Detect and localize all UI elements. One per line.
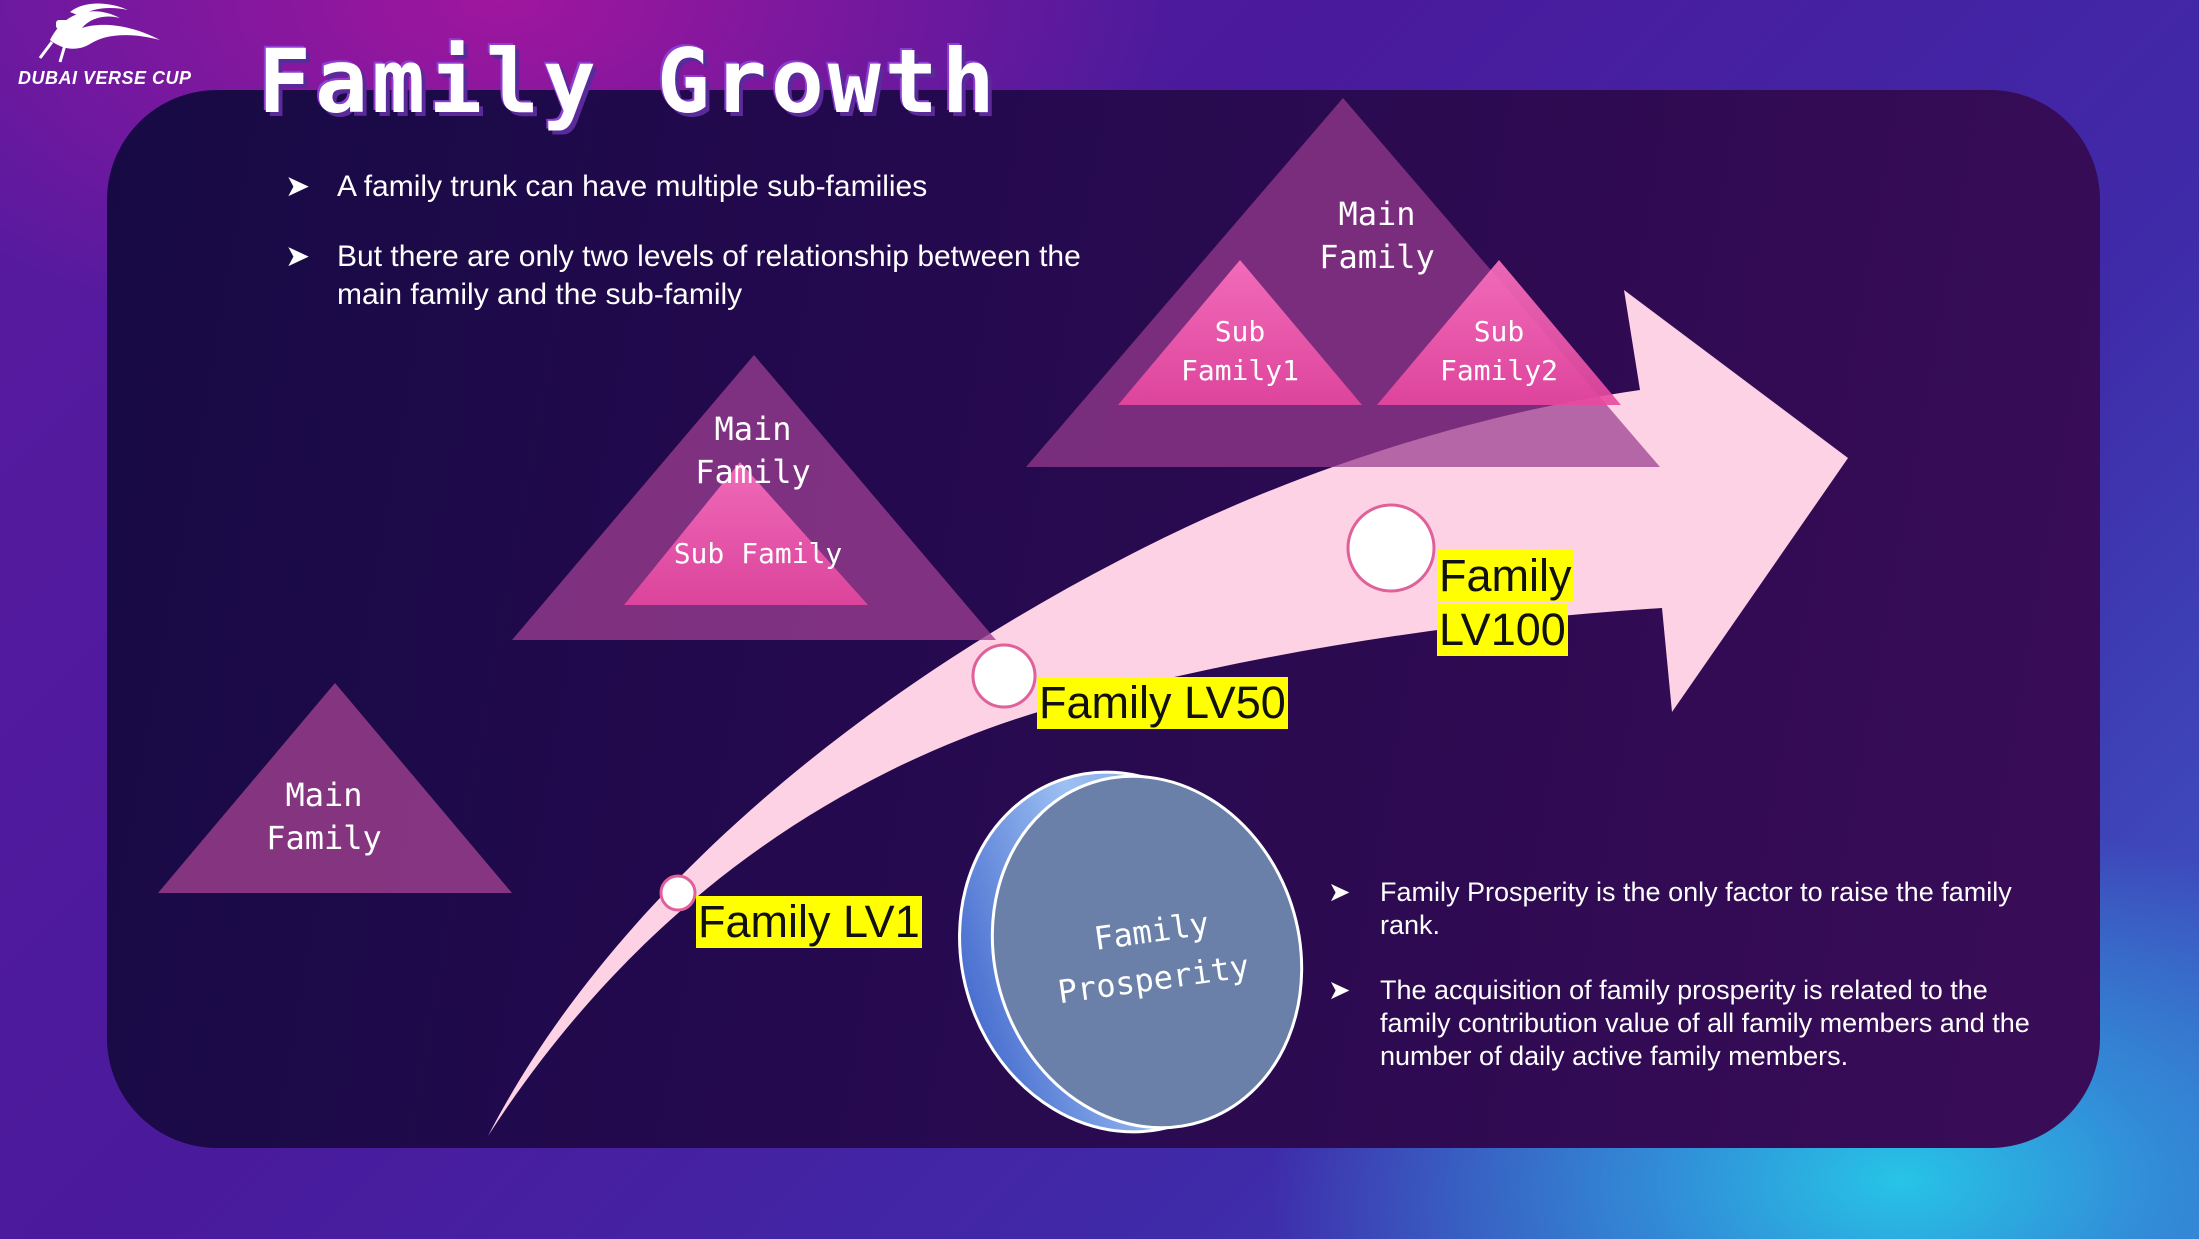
level-marker-circle [659,874,697,912]
triangle-label: Family2 [1440,354,1558,387]
triangle-label: Family [266,819,382,857]
arrowhead-bullet-icon: ➤ [1328,975,1351,1006]
arrowhead-bullet-icon: ➤ [1328,877,1351,908]
level-label-lv100-line1: Family [1437,550,1574,602]
horse-logo-icon [38,3,160,63]
main-family-triangle [158,683,512,893]
level-label-lv50: Family LV50 [1037,677,1288,729]
top-bullet-list: ➤ A family trunk can have multiple sub-f… [285,168,1105,346]
triangle-label: Sub [1215,315,1266,348]
triangle-label: Family [695,453,811,491]
bullet-item: ➤ Family Prosperity is the only factor t… [1328,876,2048,942]
triangle-label: Family [1319,238,1435,276]
main-family-triangle [1026,98,1660,467]
bullet-item: ➤ The acquisition of family prosperity i… [1328,974,2048,1073]
triangle-label: Main [1338,195,1415,233]
triangle-label: Family1 [1181,354,1299,387]
arrowhead-bullet-icon: ➤ [285,239,311,274]
bullet-item: ➤ But there are only two levels of relat… [285,238,1105,314]
bullet-text: A family trunk can have multiple sub-fam… [337,170,928,203]
level-label-lv1: Family LV1 [696,896,922,948]
bottom-bullet-list: ➤ Family Prosperity is the only factor t… [1328,876,2048,1105]
triangle-label: Main [714,410,791,448]
triangle-label: Main [285,776,362,814]
growth-arrow [488,290,1848,1136]
level-marker-circle [1346,503,1436,593]
bullet-text: Family Prosperity is the only factor to … [1380,877,2012,940]
prosperity-disc: Family Prosperity [958,770,1304,1134]
sub-family-triangle [624,462,868,605]
level-marker-circle [971,643,1037,709]
logo-text: DUBAI VERSE CUP [18,68,192,88]
sub-family-triangle [1118,260,1362,405]
bullet-text: But there are only two levels of relatio… [337,240,1081,311]
sub-family-triangle [1377,260,1621,405]
page-title: Family Growth [258,30,999,133]
triangle-label: Sub Family [674,537,843,570]
level-label-lv100-line2: LV100 [1437,604,1568,656]
bullet-text: The acquisition of family prosperity is … [1380,975,2030,1071]
arrowhead-bullet-icon: ➤ [285,169,311,204]
triangle-label: Sub [1474,315,1525,348]
bullet-item: ➤ A family trunk can have multiple sub-f… [285,168,1105,206]
